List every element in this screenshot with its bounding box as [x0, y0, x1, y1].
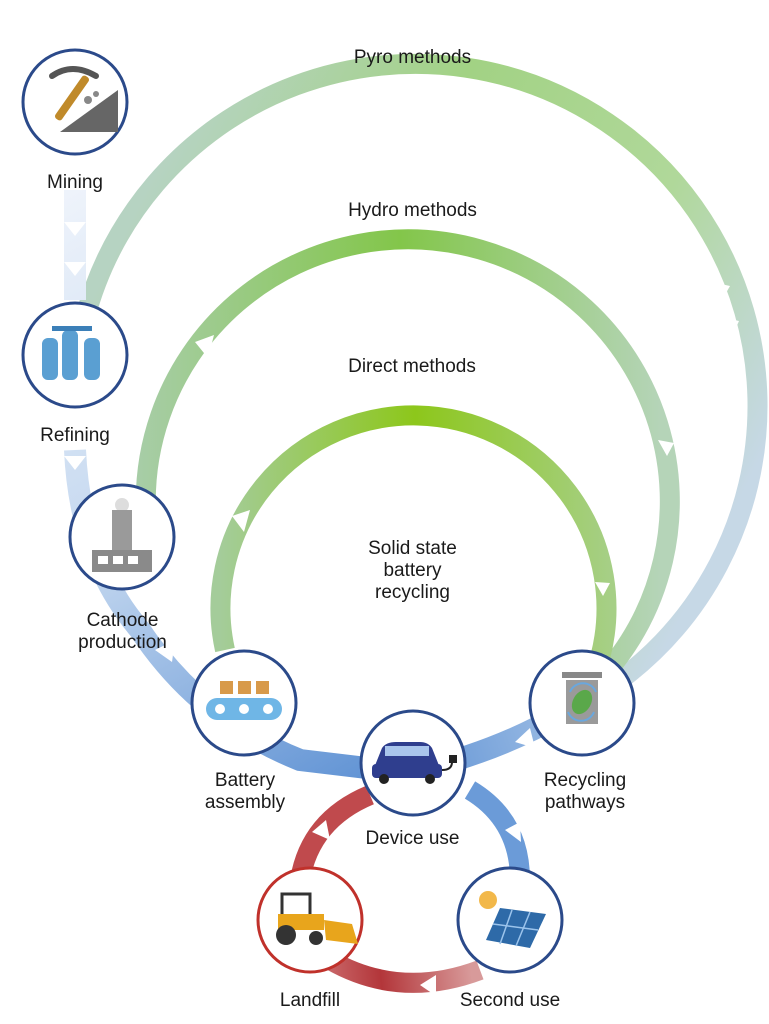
solar-panel-icon	[479, 891, 546, 948]
device-label: Device use	[365, 828, 460, 849]
recycling-bin-icon	[562, 672, 602, 724]
second-use-node	[456, 866, 564, 974]
arc-chevrons	[180, 162, 739, 596]
pickaxe-icon	[49, 66, 118, 132]
factory-icon	[92, 498, 152, 572]
hydro-arc	[135, 229, 680, 675]
device-node	[359, 709, 467, 817]
electric-car-icon	[372, 742, 457, 784]
hydro-label: Hydro methods	[348, 200, 477, 221]
refining-node	[21, 301, 129, 409]
cathode-label: Cathode production	[78, 610, 167, 653]
bulldozer-icon	[276, 892, 358, 945]
second-use-label: Second use	[459, 990, 561, 1011]
pyro-arc	[75, 53, 768, 689]
recycling-label: Recycling pathways	[543, 770, 627, 813]
recycling-node	[528, 649, 636, 757]
direct-label: Direct methods	[348, 356, 476, 377]
refinery-tanks-icon	[42, 326, 100, 380]
center-label: Solid state battery recycling	[368, 538, 457, 603]
landfill-label: Landfill	[279, 990, 341, 1011]
battery-node	[190, 649, 298, 757]
battery-label: Battery assembly	[204, 770, 286, 813]
mining-label: Mining	[47, 172, 103, 193]
conveyor-belt-icon	[206, 681, 282, 720]
refining-label: Refining	[40, 425, 110, 446]
direct-arc	[210, 405, 617, 661]
landfill-node	[256, 866, 364, 974]
mining-node	[21, 48, 129, 156]
pyro-label: Pyro methods	[353, 47, 472, 68]
cathode-node	[68, 483, 176, 591]
